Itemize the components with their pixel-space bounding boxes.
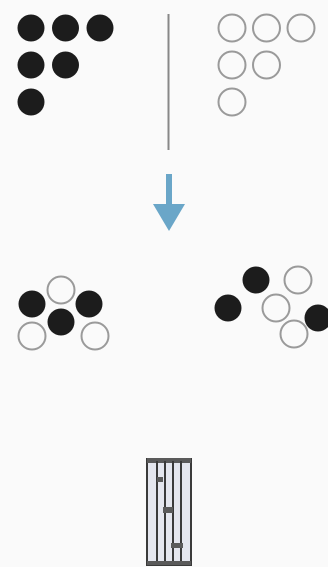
filled-dot bbox=[17, 51, 45, 79]
empty-dot bbox=[217, 13, 247, 43]
filled-dot bbox=[18, 290, 46, 318]
empty-dot bbox=[17, 321, 47, 351]
empty-dot bbox=[217, 50, 247, 80]
top-left-filled-dot-group bbox=[17, 14, 114, 116]
filled-dot bbox=[75, 290, 103, 318]
filled-dot bbox=[52, 51, 79, 79]
filled-dot bbox=[86, 14, 114, 42]
empty-dot bbox=[80, 321, 110, 351]
empty-dot bbox=[279, 319, 309, 349]
filled-dot bbox=[17, 14, 45, 42]
empty-dot bbox=[283, 265, 313, 295]
empty-dot bbox=[286, 13, 316, 43]
empty-dot bbox=[261, 293, 291, 323]
empty-dot bbox=[252, 50, 281, 80]
empty-dot bbox=[217, 87, 247, 117]
bottom-right-mixed-dot-group bbox=[214, 265, 328, 349]
top-right-empty-dot-group bbox=[217, 13, 316, 117]
filled-dot bbox=[214, 294, 242, 322]
filled-dot bbox=[17, 88, 45, 116]
arrow-down-icon bbox=[153, 174, 185, 231]
empty-dot bbox=[46, 275, 76, 305]
filled-dot bbox=[52, 14, 79, 42]
bin-icon bbox=[146, 458, 192, 566]
filled-dot bbox=[242, 266, 270, 294]
filled-dot bbox=[304, 304, 328, 332]
filled-dot bbox=[47, 308, 75, 336]
empty-dot bbox=[252, 13, 281, 43]
bottom-left-mixed-dot-group bbox=[17, 275, 110, 351]
